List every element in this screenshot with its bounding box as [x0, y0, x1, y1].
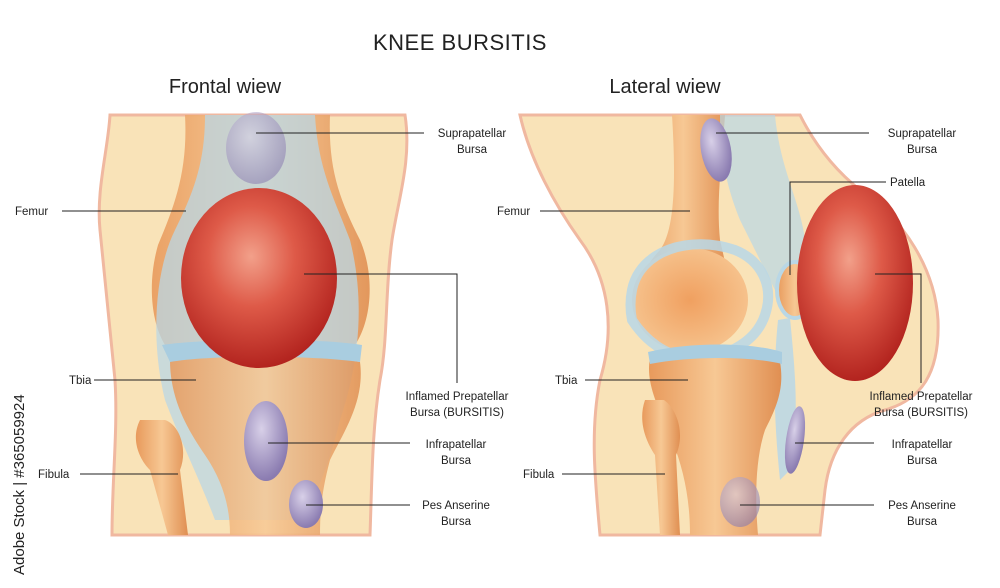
frontal-label-fibula: Fibula	[38, 469, 70, 481]
frontal-suprapatellar-bursa	[226, 112, 286, 184]
frontal-labels: Suprapatellar Bursa Femur Tbia Fibula In…	[15, 128, 509, 528]
diagram-title: KNEE BURSITIS	[373, 30, 547, 55]
frontal-view-heading: Frontal wiew	[169, 76, 282, 98]
frontal-infrapatellar-bursa	[244, 401, 288, 481]
lateral-pes-anserine-bursa	[720, 477, 760, 527]
frontal-inflamed-prepatellar-bursa	[181, 188, 337, 368]
lateral-view-illustration	[518, 113, 940, 537]
frontal-label-tbia: Tbia	[69, 375, 92, 387]
frontal-label-inflamed-line2: Bursa (BURSITIS)	[410, 407, 504, 419]
frontal-pes-anserine-bursa	[289, 480, 323, 528]
frontal-label-pes-line2: Bursa	[441, 516, 472, 528]
lateral-label-pes-line1: Pes Anserine	[888, 500, 956, 512]
lateral-label-suprapatellar-line2: Bursa	[907, 144, 938, 156]
frontal-view-illustration	[97, 112, 409, 537]
lateral-cartilage	[625, 239, 774, 364]
frontal-label-femur: Femur	[15, 206, 48, 218]
lateral-label-suprapatellar-line1: Suprapatellar	[888, 128, 957, 140]
lateral-label-fibula: Fibula	[523, 469, 555, 481]
frontal-label-suprapatellar-line1: Suprapatellar	[438, 128, 507, 140]
lateral-view-heading: Lateral wiew	[609, 76, 721, 98]
lateral-label-inflamed-line1: Inflamed Prepatellar	[870, 391, 973, 403]
frontal-label-pes-line1: Pes Anserine	[422, 500, 490, 512]
lateral-label-tbia: Tbia	[555, 375, 578, 387]
frontal-fibula	[135, 420, 188, 535]
lateral-label-pes-line2: Bursa	[907, 516, 938, 528]
lateral-infrapatellar-bursa	[784, 406, 806, 474]
lateral-label-infrapatellar-line2: Bursa	[907, 455, 938, 467]
frontal-label-infrapatellar-line2: Bursa	[441, 455, 472, 467]
frontal-label-inflamed-line1: Inflamed Prepatellar	[406, 391, 509, 403]
lateral-inflamed-prepatellar-bursa	[797, 185, 913, 381]
lateral-leader-lines	[540, 132, 922, 506]
lateral-femur-condyle	[632, 248, 748, 352]
frontal-label-infrapatellar-line1: Infrapatellar	[426, 439, 487, 451]
lateral-quadriceps-tendon	[720, 115, 805, 310]
lateral-label-infrapatellar-line1: Infrapatellar	[892, 439, 953, 451]
lateral-label-inflamed-line2: Bursa (BURSITIS)	[874, 407, 968, 419]
lateral-suprapatellar-bursa	[700, 118, 732, 182]
stock-watermark: Adobe Stock | #365059924	[11, 394, 28, 575]
lateral-label-femur: Femur	[497, 206, 530, 218]
lateral-labels: Suprapatellar Bursa Patella Femur Tbia F…	[497, 128, 973, 528]
frontal-leader-lines	[62, 132, 458, 506]
lateral-fibula	[642, 400, 681, 535]
lateral-meniscus	[648, 344, 782, 364]
lateral-label-patella: Patella	[890, 177, 926, 189]
frontal-label-suprapatellar-line2: Bursa	[457, 144, 488, 156]
